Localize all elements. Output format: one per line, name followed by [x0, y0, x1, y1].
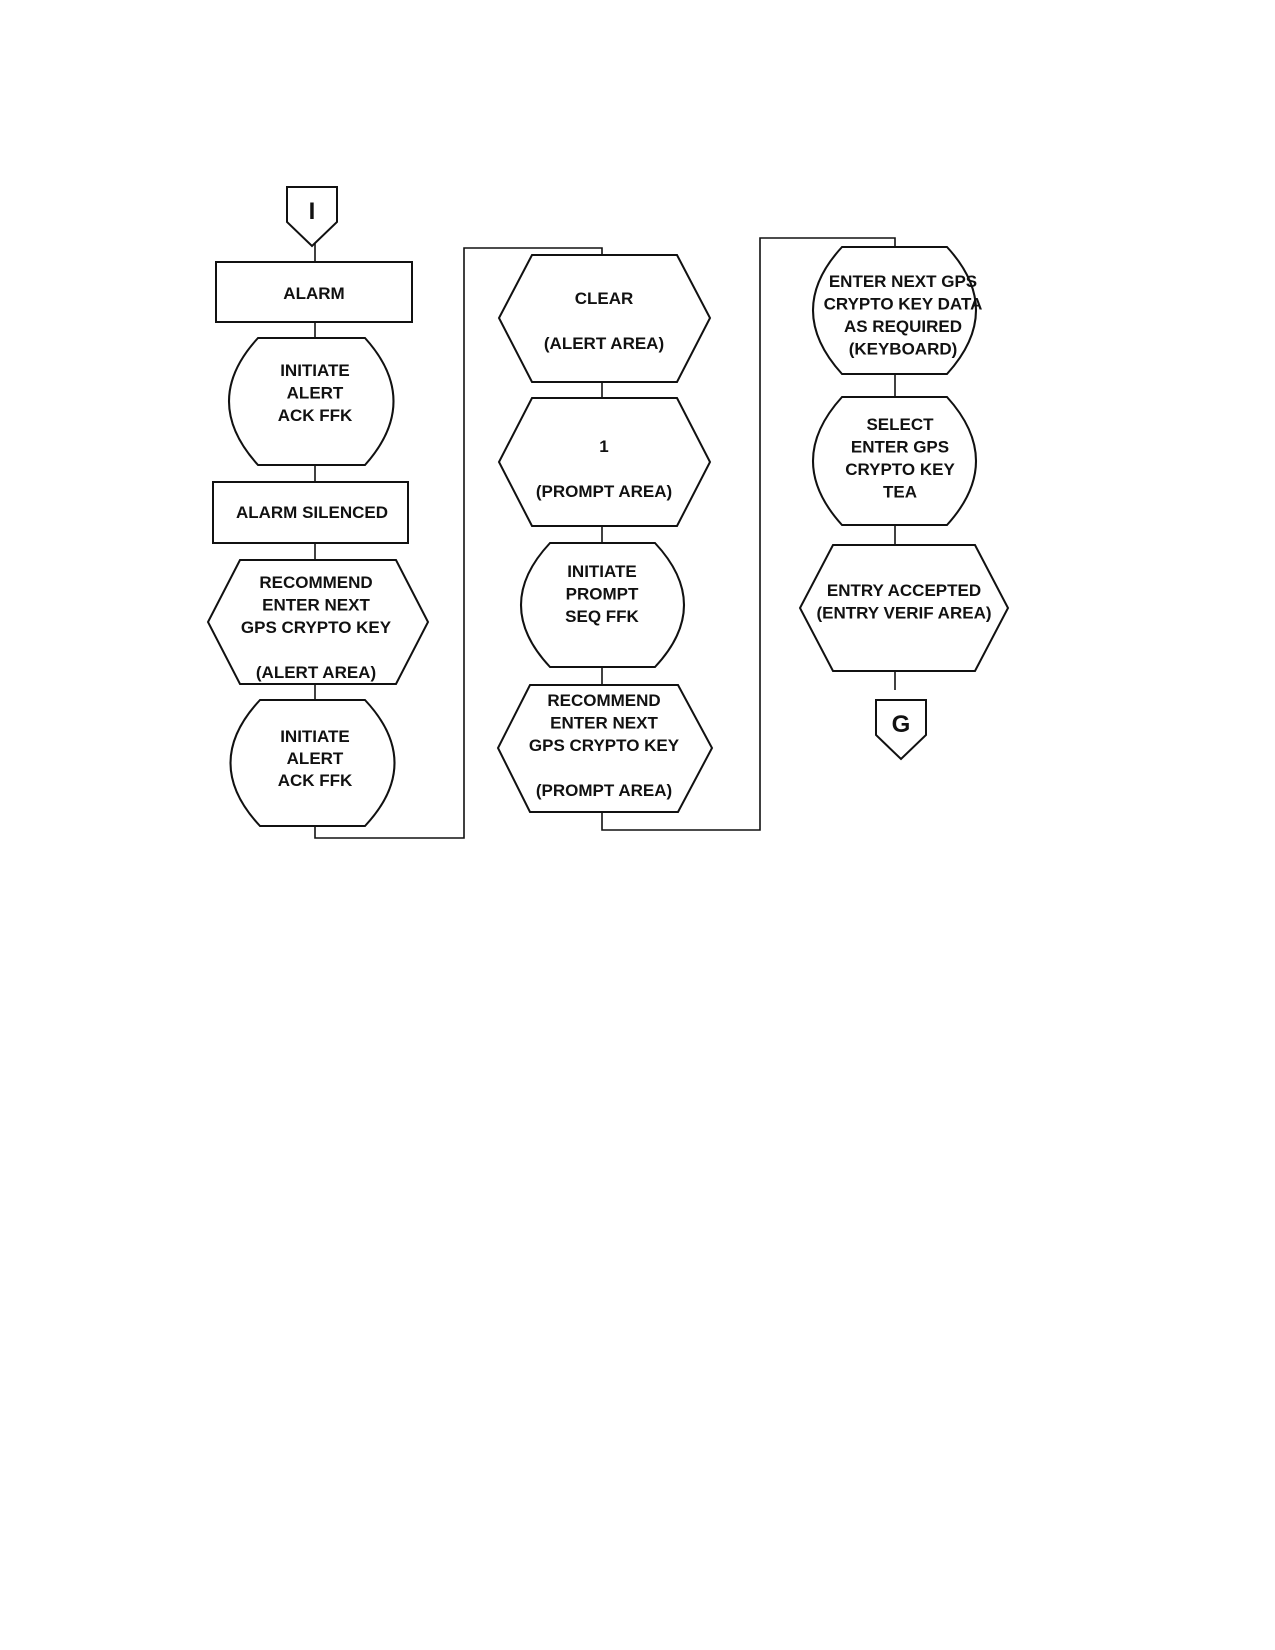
recommend-prompt-area-label: RECOMMEND ENTER NEXT GPS CRYPTO KEY (PROMPT…	[529, 691, 680, 800]
end-connector: G	[875, 699, 927, 761]
alarm-box-label: ALARM	[283, 284, 344, 303]
node-text-line: 1	[599, 437, 608, 456]
clear-alert-area-label: CLEAR (ALERT AREA)	[544, 289, 664, 353]
node-text-line: INITIATE	[280, 361, 350, 380]
select-enter-gps-crypto-key-tea: SELECT ENTER GPS CRYPTO KEY TEA	[812, 396, 977, 526]
initiate-alert-ack-ffk-2: INITIATE ALERT ACK FFK	[229, 699, 396, 827]
start-connector: I	[286, 186, 338, 248]
node-text-line: CLEAR	[575, 289, 634, 308]
node-text-line: (ENTRY VERIF AREA)	[816, 604, 991, 623]
entry-accepted-hexagon: ENTRY ACCEPTED (ENTRY VERIF AREA)	[798, 544, 1010, 672]
recommend-prompt-area-hexagon: RECOMMEND ENTER NEXT GPS CRYPTO KEY (PROMPT…	[496, 684, 714, 813]
node-text-line: SELECT	[866, 415, 934, 434]
node-text-line: INITIATE	[567, 562, 637, 581]
node-text-line: ENTRY ACCEPTED	[827, 581, 981, 600]
clear-alert-area-hexagon: CLEAR (ALERT AREA)	[497, 254, 712, 383]
node-text-line: ALARM SILENCED	[236, 503, 388, 522]
node-text-line: ENTER NEXT	[262, 596, 370, 615]
recommend-alert-area-label: RECOMMEND ENTER NEXT GPS CRYPTO KEY (ALERT …	[241, 573, 392, 682]
enter-key-data-keyboard: ENTER NEXT GPS CRYPTO KEY DATA AS REQUIRED…	[812, 246, 983, 375]
alarm-silenced-box: ALARM SILENCED	[212, 481, 409, 544]
alarm-silenced-label: ALARM SILENCED	[236, 503, 388, 522]
node-text-line: SEQ FFK	[565, 607, 639, 626]
initiate-alert-ack-ffk-2-label: INITIATE ALERT ACK FFK	[278, 727, 353, 790]
node-text-line: RECOMMEND	[547, 691, 660, 710]
node-text-line: ALERT	[287, 749, 344, 768]
prompt-1-hexagon: 1 (PROMPT AREA)	[497, 397, 712, 527]
prompt-1-label: 1 (PROMPT AREA)	[536, 437, 672, 501]
node-text-line: (PROMPT AREA)	[536, 781, 672, 800]
node-text-line: ALARM	[283, 284, 344, 303]
node-text-line: TEA	[883, 483, 917, 502]
connector-lines	[314, 237, 896, 839]
recommend-alert-area-hexagon: RECOMMEND ENTER NEXT GPS CRYPTO KEY (ALERT …	[206, 559, 430, 685]
column-link-line	[601, 237, 896, 831]
initiate-alert-ack-ffk-1-label: INITIATE ALERT ACK FFK	[278, 361, 353, 425]
node-text-line: (PROMPT AREA)	[536, 482, 672, 501]
node-text-line: ACK FFK	[278, 771, 353, 790]
entry-accepted-label: ENTRY ACCEPTED (ENTRY VERIF AREA)	[816, 581, 991, 623]
node-text-line: GPS CRYPTO KEY	[241, 618, 392, 637]
node-text-line: ENTER NEXT	[550, 714, 658, 733]
node-text-line: INITIATE	[280, 727, 350, 746]
node-text-line: CRYPTO KEY DATA	[824, 295, 983, 314]
node-text-line: ACK FFK	[278, 406, 353, 425]
node-text-line: PROMPT	[566, 585, 639, 604]
select-enter-key-tea-label: SELECT ENTER GPS CRYPTO KEY TEA	[845, 415, 955, 502]
end-connector-label: G	[892, 711, 911, 738]
node-text-line: CRYPTO KEY	[845, 460, 955, 479]
start-connector-label: I	[309, 198, 316, 225]
node-text-line: GPS CRYPTO KEY	[529, 736, 680, 755]
node-text-line: ENTER GPS	[851, 438, 949, 457]
initiate-prompt-seq-ffk-label: INITIATE PROMPT SEQ FFK	[565, 562, 639, 626]
node-text-line: (ALERT AREA)	[256, 663, 376, 682]
node-text-line: AS REQUIRED	[844, 317, 962, 336]
node-text-line: ENTER NEXT GPS	[829, 272, 977, 291]
node-text-line: (KEYBOARD)	[849, 340, 958, 359]
initiate-alert-ack-ffk-1: INITIATE ALERT ACK FFK	[228, 337, 395, 466]
initiate-prompt-seq-ffk: INITIATE PROMPT SEQ FFK	[520, 542, 685, 668]
node-text-line: RECOMMEND	[259, 573, 372, 592]
node-text-line: (ALERT AREA)	[544, 334, 664, 353]
alarm-box: ALARM	[215, 261, 413, 323]
column-link-line	[314, 247, 603, 839]
enter-key-data-label: ENTER NEXT GPS CRYPTO KEY DATA AS REQUIRED…	[824, 272, 983, 359]
node-text-line: ALERT	[287, 384, 344, 403]
